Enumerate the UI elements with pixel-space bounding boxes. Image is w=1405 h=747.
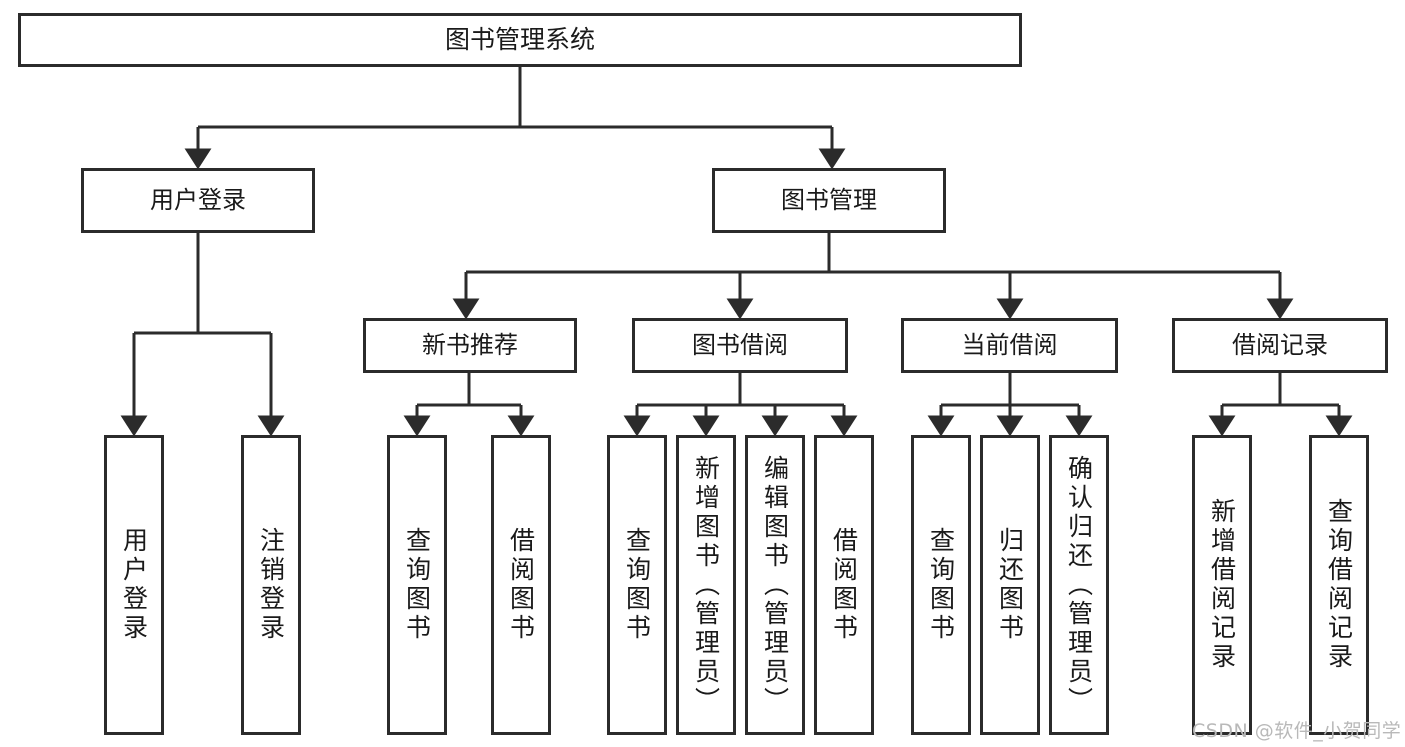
node-label: 查询图书 [622,527,652,643]
node-label: 编辑图书（管理员） [760,454,790,716]
leaf-borrow-record-add-record[interactable]: 新增借阅记录 [1192,435,1252,735]
leaf-book-borrow-edit-book-admin[interactable]: 编辑图书（管理员） [745,435,805,735]
leaf-new-book-borrow-book[interactable]: 借阅图书 [491,435,551,735]
node-label: 图书借阅 [692,331,788,360]
node-label: 确认归还（管理员） [1064,454,1094,716]
node-label: 用户登录 [119,527,149,643]
node-label: 注销登录 [256,527,286,643]
node-label: 查询图书 [926,527,956,643]
node-label: 查询图书 [402,527,432,643]
node-label: 查询借阅记录 [1324,498,1354,672]
node-label: 归还图书 [995,527,1025,643]
node-label: 当前借阅 [961,331,1058,360]
leaf-current-borrow-query-book[interactable]: 查询图书 [911,435,971,735]
node-label: 借阅图书 [829,527,859,643]
leaf-new-book-query-book[interactable]: 查询图书 [387,435,447,735]
node-label: 图书管理 [781,186,877,215]
node-label: 图书管理系统 [444,25,595,55]
node-user-login[interactable]: 用户登录 [81,168,315,233]
node-label: 用户登录 [150,186,246,215]
node-label: 新书推荐 [422,331,518,360]
leaf-borrow-record-query-record[interactable]: 查询借阅记录 [1309,435,1369,735]
node-label: 借阅图书 [506,527,536,643]
csdn-watermark: CSDN @软件_小贺同学 [1192,720,1402,742]
node-book-borrow[interactable]: 图书借阅 [632,318,848,373]
node-new-book-recommend[interactable]: 新书推荐 [363,318,577,373]
node-label: 新增借阅记录 [1207,498,1237,672]
node-label: 新增图书（管理员） [691,454,721,716]
node-current-borrow[interactable]: 当前借阅 [901,318,1118,373]
leaf-book-borrow-add-book-admin[interactable]: 新增图书（管理员） [676,435,736,735]
leaf-user-login-logout[interactable]: 注销登录 [241,435,301,735]
leaf-user-login-login[interactable]: 用户登录 [104,435,164,735]
leaf-book-borrow-borrow-book[interactable]: 借阅图书 [814,435,874,735]
leaf-book-borrow-query-book[interactable]: 查询图书 [607,435,667,735]
node-book-management[interactable]: 图书管理 [712,168,946,233]
node-root-book-management-system[interactable]: 图书管理系统 [18,13,1022,67]
leaf-current-borrow-confirm-return-admin[interactable]: 确认归还（管理员） [1049,435,1109,735]
leaf-current-borrow-return-book[interactable]: 归还图书 [980,435,1040,735]
node-borrow-record[interactable]: 借阅记录 [1172,318,1388,373]
node-label: 借阅记录 [1232,331,1328,360]
